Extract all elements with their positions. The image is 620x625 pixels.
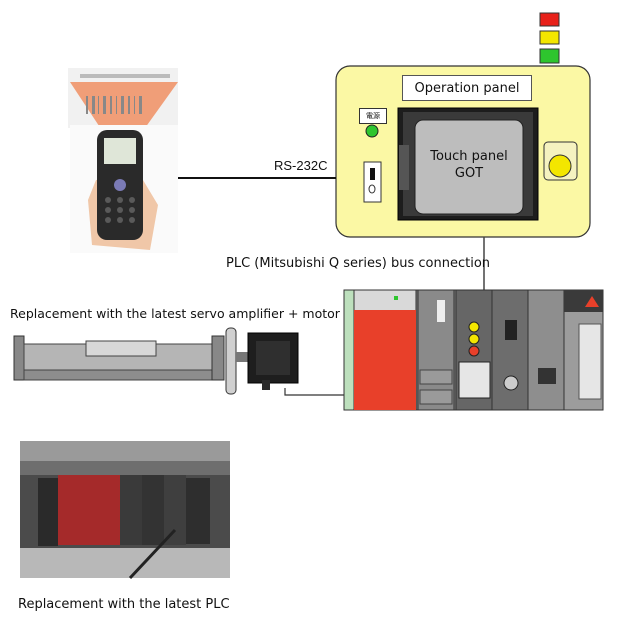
servo-caption: Replacement with the latest servo amplif…	[10, 306, 340, 321]
servo-actuator	[13, 327, 299, 395]
touch-panel-label: Touch panel GOT	[418, 148, 520, 182]
signal-tower	[539, 12, 560, 64]
touch-panel-line2: GOT	[454, 166, 484, 181]
operation-panel-title: Operation panel	[402, 75, 532, 101]
plc-photo	[20, 441, 230, 580]
got-touch-panel	[397, 107, 539, 221]
plc-rack	[343, 289, 604, 411]
yellow-push-button	[543, 141, 578, 181]
power-lamp	[365, 124, 379, 138]
touch-panel-line1: Touch panel	[430, 149, 508, 164]
servo-cable	[284, 388, 344, 396]
rs232c-label: RS-232C	[274, 158, 328, 173]
power-label: 電源	[359, 108, 387, 124]
plc-caption: Replacement with the latest PLC	[18, 597, 230, 612]
toggle-switch	[363, 161, 382, 203]
handheld-scanner	[68, 68, 178, 253]
plc-bus-label: PLC (Mitsubishi Q series) bus connection	[226, 256, 491, 271]
